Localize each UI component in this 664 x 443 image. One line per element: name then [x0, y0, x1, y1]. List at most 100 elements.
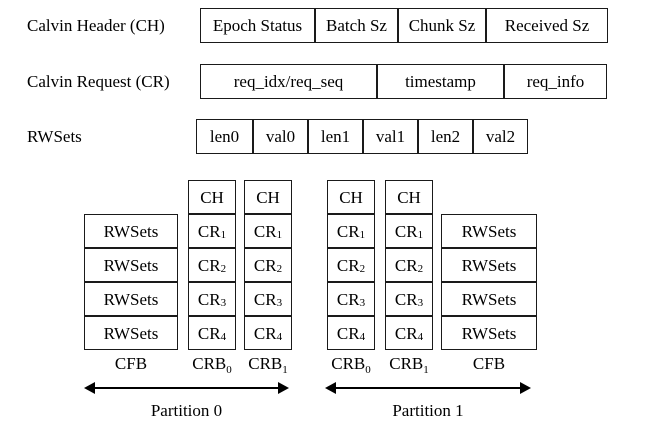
cell-text: CR: [336, 289, 360, 309]
cell-text: RWSets: [103, 255, 159, 275]
cell-text: CR: [197, 255, 221, 275]
rwsets-row-field: len0: [196, 119, 253, 154]
cell-text: RWSets: [103, 289, 159, 309]
cell-subscript: 1: [359, 228, 366, 241]
cfb-column-partition-0-cell: RWSets: [84, 248, 178, 282]
cfb-column-partition-0-caption: CFB: [84, 355, 178, 372]
partition-1-arrow: [325, 382, 531, 394]
cfb-column-partition-1-cell: RWSets: [441, 282, 537, 316]
cell-text: CR: [336, 323, 360, 343]
cell-subscript: 4: [359, 330, 366, 343]
caption-subscript: 1: [282, 364, 288, 376]
crb1-column-partition-1-cell: CH: [385, 180, 433, 214]
crb0-column-partition-1-caption: CRB0: [327, 354, 375, 376]
rwsets-row-field: val2: [473, 119, 528, 154]
cfb-column-partition-1-cell: RWSets: [441, 248, 537, 282]
caption-text: CRB: [331, 354, 366, 373]
cell-text: CR: [253, 289, 277, 309]
cell-text: CR: [253, 221, 277, 241]
cell-text: CH: [339, 187, 363, 207]
cell-subscript: 1: [417, 228, 424, 241]
rwsets-row-field: val0: [253, 119, 308, 154]
cell-text: CR: [253, 255, 277, 275]
cell-text: RWSets: [461, 221, 517, 241]
cell-subscript: 3: [220, 296, 227, 309]
crb0-column-partition-1-cell: CH: [327, 180, 375, 214]
cell-subscript: 2: [220, 262, 227, 275]
cell-subscript: 2: [276, 262, 283, 275]
caption-subscript: 0: [365, 364, 371, 376]
caption-text: CRB: [389, 354, 424, 373]
cell-text: RWSets: [103, 221, 159, 241]
cell-text: CH: [256, 187, 280, 207]
cell-text: CR: [336, 221, 360, 241]
cell-subscript: 4: [276, 330, 283, 343]
caption-subscript: 0: [226, 364, 232, 376]
cfb-column-partition-0-cell: RWSets: [84, 282, 178, 316]
arrow-head-left: [325, 382, 336, 394]
cell-text: CH: [200, 187, 224, 207]
calvin-request-row-field: req_idx/req_seq: [200, 64, 377, 99]
cell-text: CR: [394, 289, 418, 309]
calvin-header-row-field: Epoch Status: [200, 8, 315, 43]
cell-text: CH: [397, 187, 421, 207]
crb1-column-partition-0-cell: CH: [244, 180, 292, 214]
crb1-column-partition-1-caption: CRB1: [385, 354, 433, 376]
crb0-column-partition-0-caption: CRB0: [188, 354, 236, 376]
cfb-column-partition-1-cell: RWSets: [441, 316, 537, 350]
cell-text: CR: [253, 323, 277, 343]
cell-subscript: 2: [359, 262, 366, 275]
cell-subscript: 2: [417, 262, 424, 275]
cell-subscript: 3: [276, 296, 283, 309]
cell-text: CR: [394, 323, 418, 343]
arrow-shaft: [90, 387, 283, 389]
cell-text: RWSets: [461, 289, 517, 309]
rwsets-row-field: len2: [418, 119, 473, 154]
calvin-request-row-field: req_info: [504, 64, 607, 99]
crb1-column-partition-0-caption: CRB1: [244, 354, 292, 376]
cell-subscript: 3: [359, 296, 366, 309]
caption-text: CRB: [248, 354, 283, 373]
arrow-head-left: [84, 382, 95, 394]
arrow-shaft: [331, 387, 525, 389]
cell-text: CR: [197, 221, 221, 241]
rwsets-row-field: val1: [363, 119, 418, 154]
partition-0-arrow: [84, 382, 289, 394]
cell-text: CR: [394, 221, 418, 241]
cfb-column-partition-1-caption: CFB: [441, 355, 537, 372]
cell-subscript: 4: [220, 330, 227, 343]
calvin-header-row-label: Calvin Header (CH): [27, 16, 165, 35]
partition-0-label: Partition 0: [150, 401, 223, 420]
caption-text: CRB: [192, 354, 227, 373]
cell-text: RWSets: [461, 323, 517, 343]
caption-text: CFB: [114, 354, 148, 373]
cell-subscript: 3: [417, 296, 424, 309]
arrow-head-right: [520, 382, 531, 394]
cell-text: CR: [197, 323, 221, 343]
crb0-column-partition-0-cell: CH: [188, 180, 236, 214]
cell-text: CR: [394, 255, 418, 275]
calvin-header-row-field: Batch Sz: [315, 8, 398, 43]
cell-text: RWSets: [103, 323, 159, 343]
caption-subscript: 1: [423, 364, 429, 376]
cell-subscript: 1: [276, 228, 283, 241]
cfb-column-partition-1-cell: RWSets: [441, 214, 537, 248]
cfb-column-partition-0-cell: RWSets: [84, 316, 178, 350]
cfb-column-partition-0-cell: RWSets: [84, 214, 178, 248]
partition-1-label: Partition 1: [392, 401, 464, 420]
rwsets-row-field: len1: [308, 119, 363, 154]
cell-text: CR: [336, 255, 360, 275]
calvin-header-row-field: Received Sz: [486, 8, 608, 43]
calvin-request-row-field: timestamp: [377, 64, 504, 99]
